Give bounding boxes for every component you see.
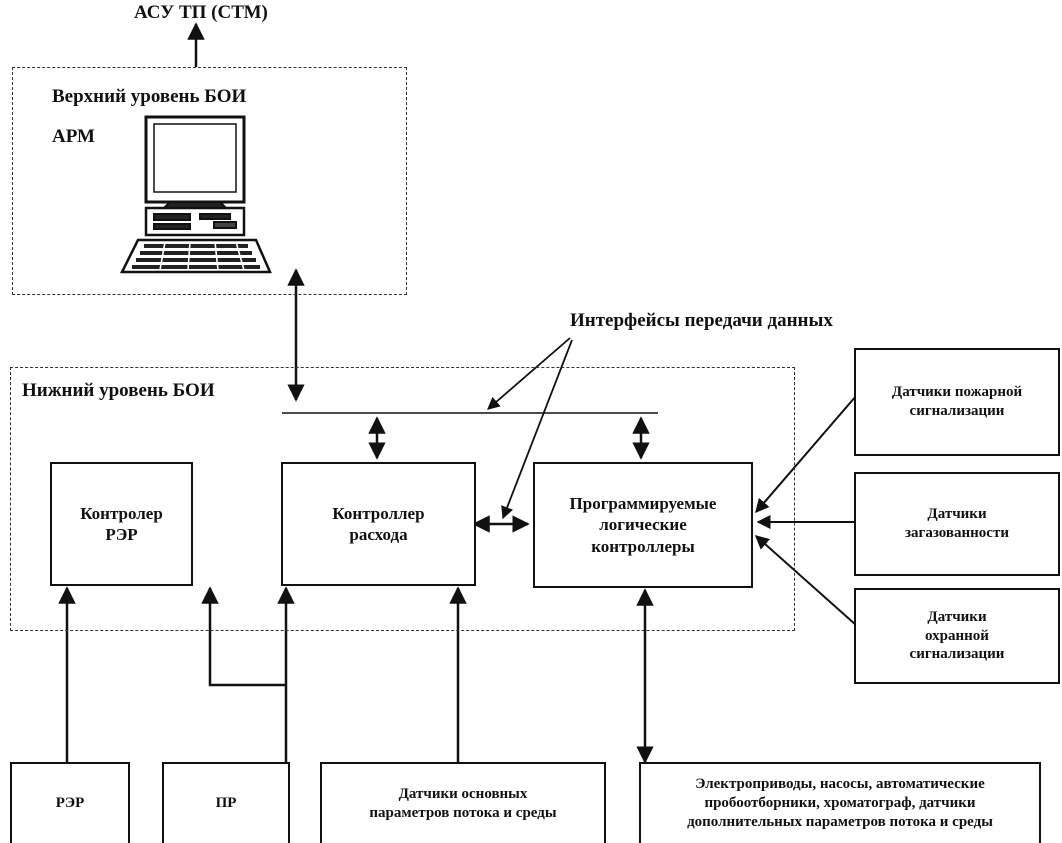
actuators-line3: дополнительных параметров потока и среды: [687, 813, 993, 830]
actuators-line2: пробоотборники, хроматограф, датчики: [704, 795, 976, 812]
actuators-box: Электроприводы, насосы, автоматические п…: [639, 762, 1041, 843]
upper-level-title: Верхний уровень БОИ: [52, 86, 247, 107]
arm-label: АРМ: [52, 126, 95, 147]
plc-box: Программируемые логические контроллеры: [533, 462, 753, 588]
main-sensors-line1: Датчики основных: [398, 785, 528, 802]
fire-sensors-box: Датчики пожарной сигнализации: [854, 348, 1060, 456]
rer-controller-line1: Контролер: [80, 503, 163, 523]
pointer-interfaces-bus: [487, 337, 571, 410]
security-sensors-box: Датчики охранной сигнализации: [854, 588, 1060, 684]
pr-bottom-box: ПР: [162, 762, 290, 843]
gas-sensors-box: Датчики загазованности: [854, 472, 1060, 576]
computer-workstation-icon: [119, 115, 272, 274]
lower-level-box: [10, 367, 795, 631]
plc-line1: Программируемые: [569, 494, 717, 514]
plc-line2: логические: [599, 515, 687, 535]
main-sensors-box: Датчики основных параметров потока и сре…: [320, 762, 606, 843]
rer-bottom-label: РЭР: [55, 795, 85, 812]
flow-controller-box: Контроллер расхода: [281, 462, 476, 586]
rer-controller-line2: РЭР: [105, 525, 138, 544]
flow-controller-line1: Контроллер: [332, 503, 425, 523]
fire-sensors-line1: Датчики пожарной: [891, 384, 1023, 401]
flow-controller-line2: расхода: [349, 525, 408, 544]
actuators-line1: Электроприводы, насосы, автоматические: [695, 776, 985, 793]
interfaces-label: Интерфейсы передачи данных: [570, 310, 833, 331]
pointer-interfaces-link: [501, 339, 573, 520]
asu-tp-label: АСУ ТП (СТМ): [134, 2, 268, 23]
fire-sensors-line2: сигнализации: [909, 403, 1005, 419]
security-sensors-line1: Датчики: [927, 608, 987, 625]
upper-level-box: [12, 67, 407, 295]
rer-controller-box: Контролер РЭР: [50, 462, 193, 586]
lower-level-title: Нижний уровень БОИ: [22, 380, 215, 401]
arrow-security-plc: [754, 535, 857, 626]
rer-bottom-box: РЭР: [10, 762, 130, 843]
security-sensors-line3: сигнализации: [909, 646, 1005, 663]
gas-sensors-line2: загазованности: [905, 525, 1009, 541]
main-sensors-line2: параметров потока и среды: [369, 804, 557, 821]
security-sensors-line2: охранной: [925, 627, 989, 644]
gas-sensors-line1: Датчики: [927, 506, 987, 523]
plc-line3: контроллеры: [591, 536, 695, 556]
arrow-pr-rer: [201, 586, 286, 687]
arrow-fire-plc: [755, 395, 857, 514]
pr-bottom-label: ПР: [215, 795, 237, 812]
